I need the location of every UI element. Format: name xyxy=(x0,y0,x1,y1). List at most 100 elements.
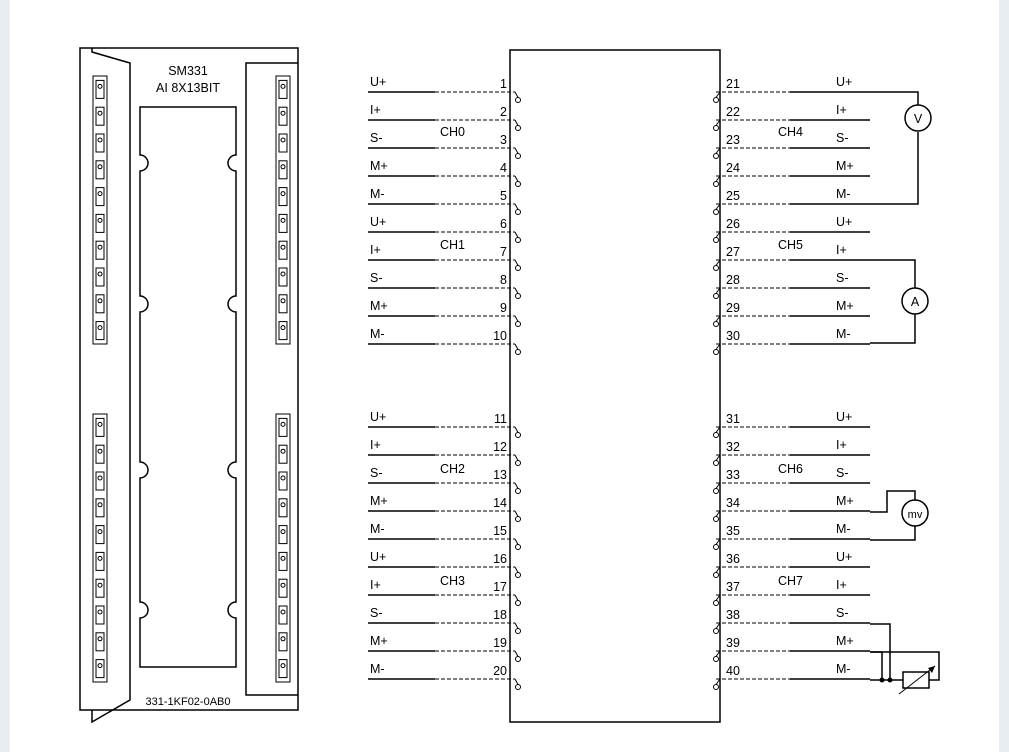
terminal-screw xyxy=(97,448,103,454)
terminal-lead-6 xyxy=(514,231,519,238)
ammeter-symbol: A xyxy=(911,295,920,309)
pin-label-35: M- xyxy=(836,522,851,536)
pin-number-4: 4 xyxy=(500,161,507,175)
terminal-lead-36 xyxy=(715,566,721,573)
terminal-lead-11 xyxy=(514,426,519,433)
terminal-lead-22 xyxy=(715,119,721,126)
terminal-screw xyxy=(280,217,286,223)
terminal-lead-8 xyxy=(514,287,519,294)
terminal-screw xyxy=(280,325,286,331)
pin-label-20: M- xyxy=(370,662,385,676)
pin-number-26: 26 xyxy=(726,217,740,231)
terminal-slot xyxy=(95,632,105,652)
terminal-screw xyxy=(97,636,103,642)
terminal-lead-19 xyxy=(514,650,519,657)
terminal-lead-21 xyxy=(715,91,721,98)
pin-label-1: U+ xyxy=(370,75,386,89)
terminal-23 xyxy=(713,153,719,159)
terminal-lead-37 xyxy=(715,594,721,601)
terminal-screw xyxy=(97,555,103,561)
pin-label-29: M+ xyxy=(836,299,854,313)
terminal-screw xyxy=(280,502,286,508)
connector-terminals: U+1I+2S-3M+4M-5U+6I+7S-8M+9M-10U+11I+12S… xyxy=(368,75,870,690)
pin-number-17: 17 xyxy=(493,580,507,594)
terminal-slot xyxy=(95,187,105,207)
left-terminal-rail xyxy=(91,48,131,724)
pin-number-13: 13 xyxy=(493,468,507,482)
terminal-lead-1 xyxy=(514,91,519,98)
terminal-slot xyxy=(95,417,105,437)
terminal-3 xyxy=(515,153,521,159)
pin-label-27: I+ xyxy=(836,243,847,257)
terminal-32 xyxy=(713,460,719,466)
terminal-screw xyxy=(280,191,286,197)
terminal-slot xyxy=(278,578,288,598)
terminal-slot xyxy=(278,79,288,99)
terminal-slot xyxy=(95,133,105,153)
channel-label-ch1: CH1 xyxy=(440,238,465,252)
terminal-lead-2 xyxy=(514,119,519,126)
channel-label-ch3: CH3 xyxy=(440,574,465,588)
pin-number-29: 29 xyxy=(726,301,740,315)
pin-number-5: 5 xyxy=(500,189,507,203)
terminal-screw xyxy=(280,582,286,588)
terminal-screw xyxy=(97,217,103,223)
module-front-view: SM331 AI 8X13BIT 331-1KF02-0AB0 xyxy=(79,47,299,724)
pin-label-31: U+ xyxy=(836,410,852,424)
terminal-lead-3 xyxy=(514,147,519,154)
module-outline xyxy=(79,47,299,711)
pin-number-12: 12 xyxy=(493,440,507,454)
terminal-slot xyxy=(278,417,288,437)
pin-label-14: M+ xyxy=(370,494,388,508)
pin-label-16: U+ xyxy=(370,550,386,564)
pin-label-3: S- xyxy=(370,131,383,145)
channel-label-ch5: CH5 xyxy=(778,238,803,252)
terminal-6 xyxy=(515,237,521,243)
terminal-39 xyxy=(713,656,719,662)
terminal-slot xyxy=(278,321,288,341)
terminal-screw xyxy=(280,555,286,561)
terminal-lead-17 xyxy=(514,594,519,601)
terminal-12 xyxy=(515,460,521,466)
pin-label-15: M- xyxy=(370,522,385,536)
terminal-lead-12 xyxy=(514,454,519,461)
terminal-5 xyxy=(515,209,521,215)
terminal-lead-4 xyxy=(514,175,519,182)
pin-label-40: M- xyxy=(836,662,851,676)
terminal-lead-31 xyxy=(715,426,721,433)
terminal-10 xyxy=(515,349,521,355)
terminal-lead-26 xyxy=(715,231,721,238)
ammeter-wiring: A xyxy=(870,259,929,344)
pin-label-5: M- xyxy=(370,187,385,201)
pin-number-10: 10 xyxy=(493,329,507,343)
terminal-screw xyxy=(97,421,103,427)
terminal-slot xyxy=(278,240,288,260)
terminal-36 xyxy=(713,572,719,578)
terminal-1 xyxy=(515,97,521,103)
pin-number-25: 25 xyxy=(726,189,740,203)
pin-number-38: 38 xyxy=(726,608,740,622)
wiring-diagram: SM331 AI 8X13BIT 331-1KF02-0AB0 U+1I+2S-… xyxy=(79,47,940,724)
terminal-screw xyxy=(97,475,103,481)
pin-number-34: 34 xyxy=(726,496,740,510)
pin-label-17: I+ xyxy=(370,578,381,592)
pin-label-12: I+ xyxy=(370,438,381,452)
pin-number-28: 28 xyxy=(726,273,740,287)
pin-number-20: 20 xyxy=(493,664,507,678)
pin-label-4: M+ xyxy=(370,159,388,173)
terminal-strips xyxy=(92,75,291,683)
terminal-lead-7 xyxy=(514,259,519,266)
terminal-screw xyxy=(280,271,286,277)
terminal-4 xyxy=(515,181,521,187)
terminal-slot xyxy=(95,321,105,341)
pin-label-10: M- xyxy=(370,327,385,341)
terminal-lead-13 xyxy=(514,482,519,489)
terminal-screw xyxy=(97,298,103,304)
pin-label-7: I+ xyxy=(370,243,381,257)
terminal-lead-24 xyxy=(715,175,721,182)
terminal-20 xyxy=(515,684,521,690)
terminal-screw xyxy=(97,609,103,615)
terminal-lead-39 xyxy=(715,650,721,657)
pin-label-32: I+ xyxy=(836,438,847,452)
terminal-34 xyxy=(713,516,719,522)
